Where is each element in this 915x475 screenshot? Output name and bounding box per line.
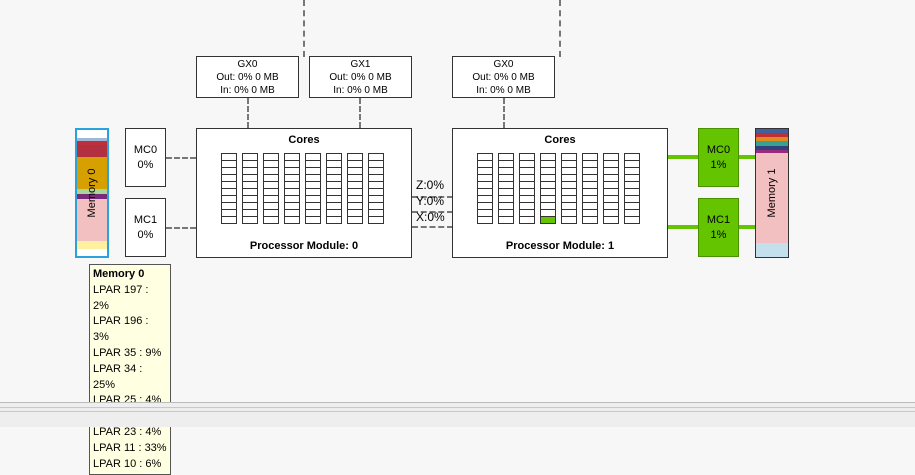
core-thread-cell [540, 216, 556, 224]
mc-link-line-active [668, 225, 698, 229]
core-0-6[interactable] [347, 153, 363, 233]
gx-out: Out: 0% 0 MB [329, 72, 392, 83]
core-0-4[interactable] [305, 153, 321, 233]
core-0-3[interactable] [284, 153, 300, 233]
gx-name: GX0 [493, 59, 514, 70]
bottom-scroll-area[interactable] [0, 402, 915, 427]
mc-pct: 0% [137, 229, 154, 241]
gx-link-line [559, 0, 561, 57]
gx-link-line [303, 0, 305, 57]
mc-link-line-active [668, 155, 698, 159]
core-thread-cell [561, 216, 577, 224]
mc-link-line [166, 157, 196, 159]
tooltip-title: Memory 0 [93, 268, 145, 280]
core-1-4[interactable] [561, 153, 577, 233]
gx-name: GX1 [350, 59, 371, 70]
core-thread-cell [624, 216, 640, 224]
tooltip-lpar-line: LPAR 196 : 3% [93, 315, 149, 344]
tooltip-lpar-line: LPAR 34 : 25% [93, 362, 143, 391]
mc-name: MC0 [706, 144, 731, 156]
bus-z-line [412, 196, 453, 198]
gx-name: GX0 [237, 59, 258, 70]
core-1-2[interactable] [519, 153, 535, 233]
core-thread-cell [263, 216, 279, 224]
bus-x-label: X:0% [416, 210, 445, 224]
cores-title: Cores [288, 134, 320, 146]
mc0-module1[interactable]: MC0 1% [698, 128, 739, 187]
bus-z-label: Z:0% [416, 178, 445, 192]
bus-y-label: Y:0% [416, 194, 445, 208]
core-1-5[interactable] [582, 153, 598, 233]
cores-title: Cores [544, 134, 576, 146]
memory-0-label: Memory 0 [86, 168, 98, 218]
core-thread-cell [498, 216, 514, 224]
core-thread-cell [326, 216, 342, 224]
core-thread-cell [519, 216, 535, 224]
core-thread-cell [477, 216, 493, 224]
bus-x-line [412, 226, 453, 228]
tooltip-lpar-line: LPAR 10 : 6% [93, 457, 162, 470]
mem-link-line-active [739, 225, 755, 229]
mc-name: MC1 [706, 214, 731, 226]
gx-box-gx0-module1[interactable]: GX0 Out: 0% 0 MB In: 0% 0 MB [452, 56, 555, 98]
core-1-3[interactable] [540, 153, 556, 233]
processor-module-label: Processor Module: 0 [249, 240, 359, 252]
core-thread-cell [242, 216, 258, 224]
tooltip-lpar-line: LPAR 23 : 4% [93, 425, 162, 438]
mem-link-line-active [739, 155, 755, 159]
tooltip-lpar-line: LPAR 35 : 9% [93, 346, 162, 359]
mc-pct: 1% [710, 229, 727, 241]
core-thread-cell [603, 216, 619, 224]
processor-module-1[interactable]: Cores Processor Module: 1 [452, 128, 668, 258]
mc0-module0[interactable]: MC0 0% [125, 128, 166, 187]
memory-tooltip: Memory 0 LPAR 197 : 2% LPAR 196 : 3% LPAR … [89, 264, 171, 475]
gx-box-gx0-module0[interactable]: GX0 Out: 0% 0 MB In: 0% 0 MB [196, 56, 299, 98]
core-thread-cell [582, 216, 598, 224]
memory-1-bar[interactable]: Memory 1 [755, 128, 789, 258]
core-thread-cell [305, 216, 321, 224]
mc-name: MC1 [133, 214, 158, 226]
gx-module-link [247, 98, 249, 128]
memory-0-bar[interactable]: Memory 0 [75, 128, 109, 258]
gx-in: In: 0% 0 MB [220, 85, 275, 96]
mc-link-line [166, 227, 196, 229]
gx-in: In: 0% 0 MB [476, 85, 531, 96]
tooltip-lpar-line: LPAR 197 : 2% [93, 283, 149, 312]
mc-pct: 1% [710, 159, 727, 171]
gx-module-link [503, 98, 505, 128]
tooltip-lpar-line: LPAR 11 : 33% [93, 441, 167, 454]
mc1-module0[interactable]: MC1 0% [125, 198, 166, 257]
mc1-module1[interactable]: MC1 1% [698, 198, 739, 257]
core-0-7[interactable] [368, 153, 384, 233]
core-0-2[interactable] [263, 153, 279, 233]
core-thread-cell [368, 216, 384, 224]
memory-1-label: Memory 1 [766, 168, 778, 218]
bus-y-line [412, 211, 453, 213]
gx-module-link [359, 98, 361, 128]
core-1-1[interactable] [498, 153, 514, 233]
gx-out: Out: 0% 0 MB [472, 72, 535, 83]
gx-box-gx1-module0[interactable]: GX1 Out: 0% 0 MB In: 0% 0 MB [309, 56, 412, 98]
core-0-5[interactable] [326, 153, 342, 233]
processor-module-0[interactable]: Cores Processor Module: 0 [196, 128, 412, 258]
core-thread-cell [221, 216, 237, 224]
core-1-7[interactable] [624, 153, 640, 233]
mc-pct: 0% [137, 159, 154, 171]
gx-in: In: 0% 0 MB [333, 85, 388, 96]
core-1-6[interactable] [603, 153, 619, 233]
processor-module-label: Processor Module: 1 [505, 240, 615, 252]
core-0-1[interactable] [242, 153, 258, 233]
gx-out: Out: 0% 0 MB [216, 72, 279, 83]
mc-name: MC0 [133, 144, 158, 156]
core-1-0[interactable] [477, 153, 493, 233]
core-0-0[interactable] [221, 153, 237, 233]
core-thread-cell [347, 216, 363, 224]
core-thread-cell [284, 216, 300, 224]
